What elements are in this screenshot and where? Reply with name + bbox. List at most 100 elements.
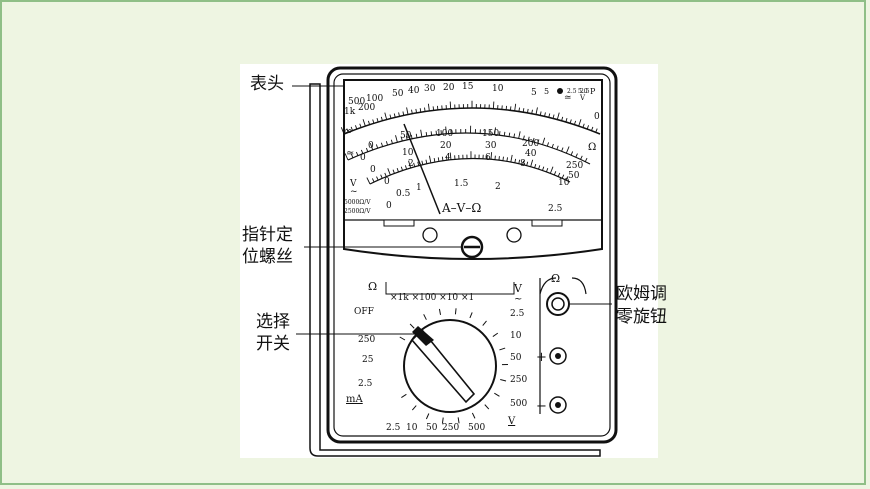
- acv-scale-0: 0: [386, 201, 392, 211]
- acv-tick: [404, 165, 408, 170]
- marker-ac: ≃: [564, 93, 572, 103]
- dc-tick: [375, 144, 379, 149]
- acv-tick: [530, 159, 534, 167]
- selector-tick: [494, 392, 500, 397]
- dc-tick: [494, 127, 496, 135]
- ohm-tick: [350, 126, 353, 131]
- dc-tick: [513, 133, 516, 138]
- marker-5-0: 5.0: [578, 88, 588, 95]
- dc-tick: [405, 135, 408, 140]
- dc-tick: [523, 135, 525, 140]
- ohm-tick: [411, 109, 413, 114]
- ohm-scale-40: 40: [408, 86, 420, 96]
- selector-tick: [482, 320, 487, 326]
- ohm-scale-30: 30: [424, 84, 436, 94]
- display-window: [343, 79, 603, 260]
- scale-a-250: 250: [566, 161, 583, 171]
- ohm-tick: [552, 114, 555, 119]
- dial-center-label: A–V–Ω: [441, 201, 481, 215]
- dc-tick: [410, 134, 413, 139]
- selector-right-500: 500: [510, 399, 527, 409]
- ohm-tick: [492, 101, 495, 109]
- selector-right-2-5: 2.5: [510, 309, 525, 319]
- scale-a-150: 150: [482, 129, 499, 139]
- acv-tick: [534, 163, 537, 169]
- ohm-tick: [415, 108, 417, 113]
- acv-tick: [387, 168, 391, 176]
- dc-tick: [532, 137, 535, 143]
- selector-tick: [492, 332, 499, 337]
- dc-arc: [347, 132, 591, 165]
- ohm-scale-symbol: Ω: [588, 142, 596, 153]
- acv-tick: [498, 156, 500, 161]
- sensitivity-1: 5000Ω/V: [344, 199, 371, 206]
- dc-tick: [565, 146, 570, 154]
- label-selector-2: 开关: [256, 334, 290, 354]
- selector-right-10: 10: [510, 331, 522, 341]
- selector-ohm-label: Ω: [368, 280, 377, 293]
- ohm-tick: [539, 111, 542, 116]
- display-slot-left: [383, 219, 415, 227]
- acv-scale-1-5: 1.5: [454, 179, 469, 189]
- multimeter-drawing: 500 100 50 40 30 20 15 10 5 0 1k 200 ∞ Ω…: [292, 66, 618, 457]
- selector-tick: [438, 308, 442, 315]
- acv-tick: [437, 157, 440, 162]
- scale-ticks: [340, 100, 598, 185]
- selector-knob[interactable]: [403, 319, 497, 413]
- scale-c-0: 0: [370, 165, 376, 175]
- ohm-tick: [406, 107, 409, 115]
- scale-b-30: 30: [485, 141, 497, 151]
- terminal-plus-sign: +: [536, 350, 547, 365]
- ohm-tick: [561, 116, 564, 121]
- ohm-tick: [346, 128, 349, 133]
- selector-right-250: 250: [510, 375, 527, 385]
- acv-tick: [449, 152, 452, 160]
- acv-tick: [396, 167, 399, 173]
- ohm-scale-500: 500: [348, 97, 365, 107]
- terminal-plus[interactable]: [549, 347, 567, 365]
- selector-tick: [499, 347, 506, 351]
- selector-tick: [469, 312, 473, 319]
- display-hole-left: [422, 227, 438, 243]
- ohm-tick: [522, 108, 525, 113]
- ohm-adjust-knob[interactable]: [546, 292, 570, 316]
- multimeter-figure: 500 100 50 40 30 20 15 10 5 0 1k 200 ∞ Ω…: [240, 64, 667, 458]
- dc-tick: [385, 141, 388, 146]
- ohm-tick: [398, 112, 400, 117]
- selector-ohm-ranges: ×1k ×100 ×10 ×1: [390, 293, 474, 303]
- ohm-tick: [372, 119, 375, 124]
- selector-right-50: 50: [510, 353, 522, 363]
- scale-b-20: 20: [440, 141, 452, 151]
- acv-arc: [369, 157, 571, 185]
- ohm-tick: [362, 119, 366, 127]
- dc-tick: [570, 151, 574, 156]
- acv-tick: [565, 176, 569, 181]
- ohm-scale-200: 200: [358, 103, 375, 113]
- acv-tick: [428, 155, 432, 163]
- ohm-tick: [402, 111, 405, 116]
- selector-bottom-500: 500: [468, 423, 485, 433]
- selector-tick: [441, 417, 444, 424]
- ohm-tick: [578, 119, 582, 127]
- scale-c-2: 2: [408, 159, 414, 169]
- scale-a-200: 200: [522, 139, 539, 149]
- selector-tick: [401, 393, 407, 399]
- selector-tick: [500, 378, 507, 382]
- scale-b-40: 40: [525, 149, 537, 159]
- acv-tick: [366, 177, 371, 185]
- selector-tick: [471, 412, 476, 419]
- selector-tick: [423, 314, 427, 320]
- acv-tick: [538, 165, 541, 170]
- display-hole-right: [506, 227, 522, 243]
- scale-b-10: 10: [402, 148, 414, 158]
- ohm-arc: [343, 107, 601, 135]
- ohm-tick: [548, 113, 551, 118]
- acv-tick: [384, 172, 387, 177]
- v-ac-wave: ~: [350, 187, 358, 197]
- ohm-tick: [544, 112, 546, 117]
- terminal-minus[interactable]: [549, 396, 567, 414]
- ohm-tick: [427, 103, 430, 111]
- dc-tick: [420, 129, 423, 137]
- pointer-screw[interactable]: [460, 235, 484, 259]
